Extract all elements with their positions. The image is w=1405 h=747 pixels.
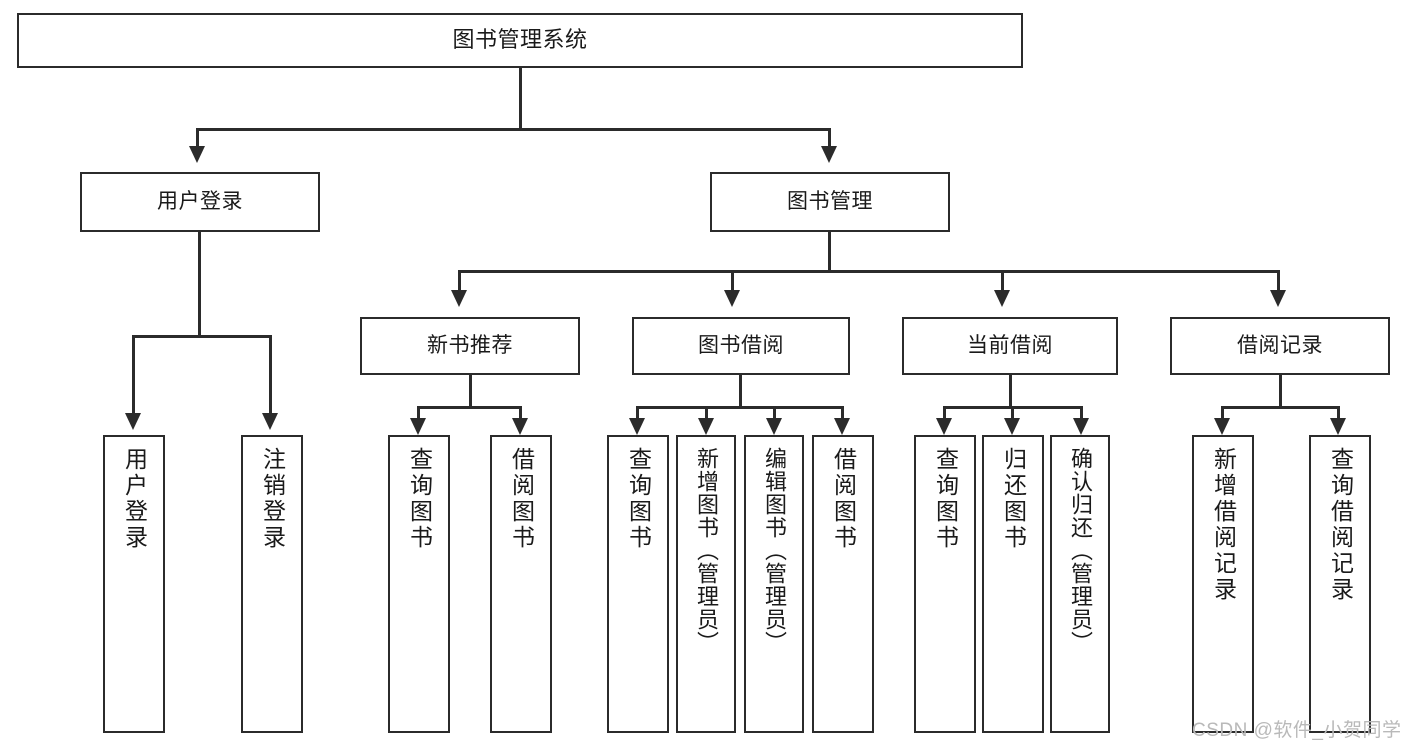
connector-root-stem — [519, 68, 522, 130]
arrow-user-login-to-leaf-2 — [262, 413, 278, 430]
node-leaf-query-book-2-label: 查询图书 — [625, 447, 652, 551]
node-current-borrow-label: 当前借阅 — [967, 334, 1053, 358]
node-book-manage[interactable]: 图书管理 — [710, 172, 950, 232]
node-leaf-query-book-3-label: 查询图书 — [932, 447, 959, 551]
node-leaf-logout[interactable]: 注销登录 — [241, 435, 303, 733]
csdn-watermark: CSDN @软件_小贺同学 — [1192, 720, 1402, 741]
node-leaf-query-book-2[interactable]: 查询图书 — [607, 435, 669, 733]
node-book-manage-label: 图书管理 — [787, 190, 873, 214]
arrow-bb-to-leaf-4 — [834, 418, 850, 435]
node-leaf-query-record-label: 查询借阅记录 — [1327, 447, 1354, 603]
node-leaf-query-record[interactable]: 查询借阅记录 — [1309, 435, 1371, 733]
connector-bm-drop-2 — [731, 270, 734, 292]
node-book-borrow[interactable]: 图书借阅 — [632, 317, 850, 375]
arrow-bm-to-book-borrow — [724, 290, 740, 307]
connector-book-manage-stem — [828, 232, 831, 272]
node-book-borrow-label: 图书借阅 — [698, 334, 784, 358]
node-root-label: 图书管理系统 — [452, 27, 588, 53]
arrow-br-to-leaf-1 — [1214, 418, 1230, 435]
connector-br-drop-1 — [1221, 406, 1224, 420]
arrow-br-to-leaf-2 — [1330, 418, 1346, 435]
connector-nbr-bus — [417, 406, 522, 409]
connector-bm-drop-1 — [458, 270, 461, 292]
node-leaf-borrow-book-2[interactable]: 借阅图书 — [812, 435, 874, 733]
connector-user-login-drop-1 — [132, 335, 135, 415]
connector-br-bus — [1221, 406, 1340, 409]
connector-user-login-stem — [198, 232, 201, 337]
connector-bm-drop-4 — [1277, 270, 1280, 292]
connector-bb-drop-1 — [636, 406, 639, 420]
connector-book-manage-bus — [458, 270, 1280, 273]
connector-user-login-drop-2 — [269, 335, 272, 415]
connector-root-to-book-manage — [828, 128, 831, 148]
connector-cb-drop-1 — [943, 406, 946, 420]
node-leaf-confirm-return[interactable]: 确认归还（管理员） — [1050, 435, 1110, 733]
node-current-borrow[interactable]: 当前借阅 — [902, 317, 1118, 375]
node-leaf-edit-book-label: 编辑图书（管理员） — [762, 447, 787, 654]
node-leaf-return-book[interactable]: 归还图书 — [982, 435, 1044, 733]
arrow-nbr-to-leaf-1 — [410, 418, 426, 435]
arrow-user-login-to-leaf-1 — [125, 413, 141, 430]
connector-bb-stem — [739, 375, 742, 408]
node-leaf-add-book-label: 新增图书（管理员） — [694, 447, 719, 654]
connector-root-to-user-login — [196, 128, 199, 148]
connector-cb-drop-2 — [1011, 406, 1014, 420]
node-leaf-add-record[interactable]: 新增借阅记录 — [1192, 435, 1254, 733]
node-leaf-add-book[interactable]: 新增图书（管理员） — [676, 435, 736, 733]
arrow-bm-to-new-book-rec — [451, 290, 467, 307]
connector-nbr-drop-2 — [519, 406, 522, 420]
node-leaf-query-book-1[interactable]: 查询图书 — [388, 435, 450, 733]
node-user-login[interactable]: 用户登录 — [80, 172, 320, 232]
connector-cb-stem — [1009, 375, 1012, 408]
arrow-bb-to-leaf-2 — [698, 418, 714, 435]
node-new-book-rec-label: 新书推荐 — [427, 334, 513, 358]
arrow-cb-to-leaf-1 — [936, 418, 952, 435]
connector-user-login-bus — [132, 335, 272, 338]
node-leaf-return-book-label: 归还图书 — [1000, 447, 1027, 551]
node-leaf-edit-book[interactable]: 编辑图书（管理员） — [744, 435, 804, 733]
connector-nbr-drop-1 — [417, 406, 420, 420]
connector-bb-drop-2 — [705, 406, 708, 420]
node-user-login-label: 用户登录 — [157, 190, 243, 214]
connector-cb-drop-3 — [1080, 406, 1083, 420]
node-borrow-record[interactable]: 借阅记录 — [1170, 317, 1390, 375]
node-leaf-confirm-return-label: 确认归还（管理员） — [1068, 447, 1093, 654]
connector-bb-bus — [636, 406, 844, 409]
node-leaf-query-book-3[interactable]: 查询图书 — [914, 435, 976, 733]
connector-root-bus — [196, 128, 831, 131]
node-leaf-borrow-book-1-label: 借阅图书 — [508, 447, 535, 551]
node-leaf-query-book-1-label: 查询图书 — [406, 447, 433, 551]
node-borrow-record-label: 借阅记录 — [1237, 334, 1323, 358]
connector-br-stem — [1279, 375, 1282, 408]
node-root[interactable]: 图书管理系统 — [17, 13, 1023, 68]
arrow-cb-to-leaf-2 — [1004, 418, 1020, 435]
connector-nbr-stem — [469, 375, 472, 408]
node-leaf-user-login[interactable]: 用户登录 — [103, 435, 165, 733]
arrow-bm-to-borrow-record — [1270, 290, 1286, 307]
connector-bb-drop-3 — [773, 406, 776, 420]
arrow-root-to-user-login — [189, 146, 205, 163]
node-leaf-add-record-label: 新增借阅记录 — [1210, 447, 1237, 603]
arrow-bb-to-leaf-1 — [629, 418, 645, 435]
arrow-bb-to-leaf-3 — [766, 418, 782, 435]
node-leaf-user-login-label: 用户登录 — [121, 447, 148, 551]
node-leaf-borrow-book-1[interactable]: 借阅图书 — [490, 435, 552, 733]
node-leaf-borrow-book-2-label: 借阅图书 — [830, 447, 857, 551]
node-new-book-rec[interactable]: 新书推荐 — [360, 317, 580, 375]
arrow-bm-to-current-borrow — [994, 290, 1010, 307]
arrow-cb-to-leaf-3 — [1073, 418, 1089, 435]
arrow-nbr-to-leaf-2 — [512, 418, 528, 435]
connector-br-drop-2 — [1337, 406, 1340, 420]
connector-bb-drop-4 — [841, 406, 844, 420]
connector-bm-drop-3 — [1001, 270, 1004, 292]
node-leaf-logout-label: 注销登录 — [259, 447, 286, 551]
arrow-root-to-book-manage — [821, 146, 837, 163]
